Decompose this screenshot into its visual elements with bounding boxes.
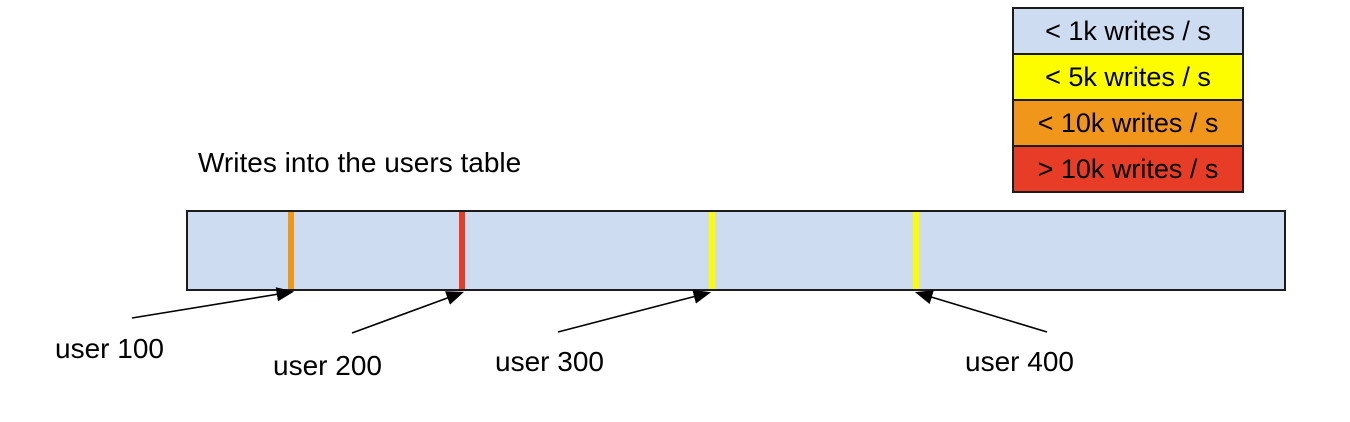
write-stripe-user-100: [288, 212, 294, 289]
legend-row-lt-1k: < 1k writes / s: [1012, 7, 1244, 55]
legend-row-gt-10k: > 10k writes / s: [1012, 145, 1244, 193]
write-stripe-user-200: [459, 212, 465, 289]
users-table-bar: [186, 210, 1286, 291]
arrow-user-100: [131, 287, 295, 319]
write-stripe-user-300: [709, 212, 715, 289]
diagram-title: Writes into the users table: [198, 147, 522, 178]
legend-row-lt-10k: < 10k writes / s: [1012, 99, 1244, 147]
legend-label: < 1k writes / s: [1045, 15, 1211, 46]
legend-label: < 5k writes / s: [1045, 61, 1211, 92]
arrow-user-200: [351, 291, 465, 334]
label-user-300: user 300: [495, 346, 604, 377]
label-user-400: user 400: [965, 346, 1074, 377]
label-user-100: user 100: [55, 333, 164, 364]
write-stripe-user-400: [913, 212, 919, 289]
legend-row-lt-5k: < 5k writes / s: [1012, 53, 1244, 101]
legend-label: < 10k writes / s: [1037, 107, 1219, 138]
arrow-user-300: [557, 289, 712, 333]
write-rate-legend: < 1k writes / s < 5k writes / s < 10k wr…: [1012, 7, 1244, 193]
legend-label: > 10k writes / s: [1037, 153, 1219, 184]
arrow-user-400: [914, 290, 1048, 333]
label-user-200: user 200: [273, 350, 382, 381]
